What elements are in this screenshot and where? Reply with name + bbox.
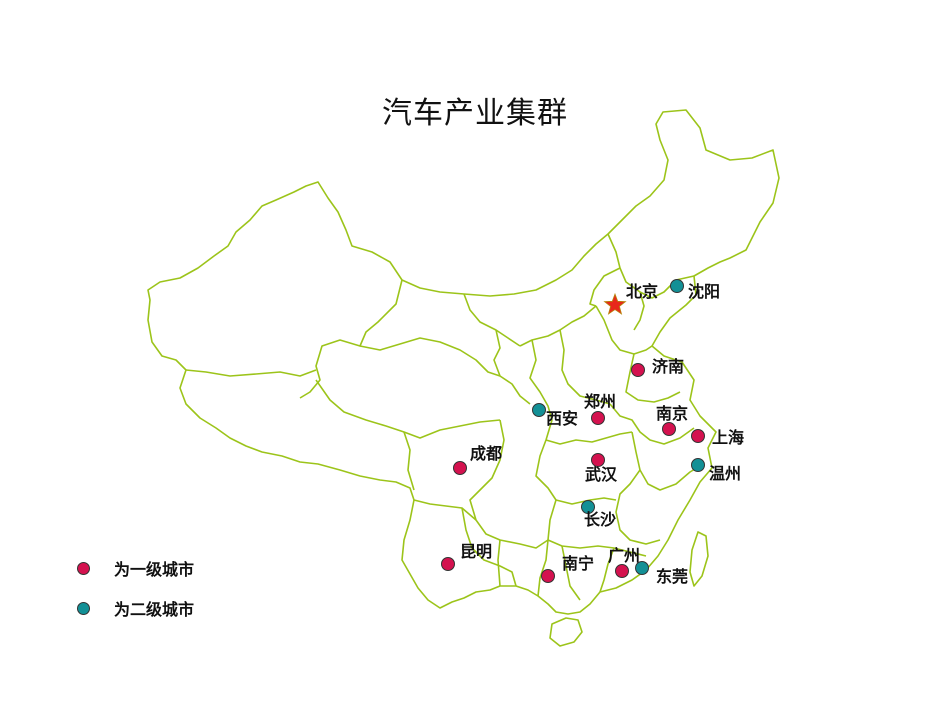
city-label-5: 南京 <box>656 404 688 423</box>
capital-star-icon <box>603 292 627 315</box>
city-dot-12 <box>541 569 555 583</box>
city-label-3: 郑州 <box>584 392 616 411</box>
city-dot-4 <box>532 403 546 417</box>
city-dot-2 <box>631 363 645 377</box>
hainan-outline <box>549 617 583 647</box>
city-label-7: 温州 <box>708 464 741 483</box>
city-dot-9 <box>591 453 605 467</box>
legend-item-tier2: 为二级城市 <box>77 598 195 619</box>
city-label-4: 西安 <box>546 409 578 428</box>
city-label-beijing: 北京 <box>626 282 658 301</box>
city-dot-14 <box>635 561 649 575</box>
city-markers: 沈阳济南郑州西安 南京上海温州 成都武汉长沙昆明南宁广州东莞 <box>441 279 744 586</box>
city-dot-6 <box>691 429 705 443</box>
city-dot-7 <box>691 458 705 472</box>
legend-tier2-dot-icon <box>77 601 90 615</box>
city-dot-1 <box>670 279 684 293</box>
city-label-6: 上海 <box>712 428 744 447</box>
capital-marker: 北京 <box>603 282 658 315</box>
city-label-2: 济南 <box>652 357 684 376</box>
taiwan-outline <box>689 531 709 587</box>
city-dot-5 <box>662 422 676 436</box>
province-borders <box>147 109 780 647</box>
city-dot-8 <box>453 461 467 475</box>
city-label-13: 广州 <box>608 546 640 565</box>
city-dot-10 <box>581 500 595 514</box>
country-outline <box>147 109 780 615</box>
legend-item-tier1: 为一级城市 <box>77 558 195 579</box>
city-dot-3 <box>591 411 605 425</box>
legend-tier1-dot-icon <box>77 561 90 575</box>
city-label-12: 南宁 <box>562 554 594 573</box>
city-label-8: 成都 <box>470 444 502 463</box>
legend-tier1-label: 为一级城市 <box>114 560 195 579</box>
city-label-1: 沈阳 <box>688 282 720 301</box>
legend-tier2-label: 为二级城市 <box>114 600 195 619</box>
city-dot-13 <box>615 564 629 578</box>
city-label-10: 长沙 <box>584 510 616 529</box>
city-label-9: 武汉 <box>585 465 618 484</box>
map-title: 汽车产业集群 <box>382 96 568 131</box>
city-dot-11 <box>441 557 455 571</box>
city-label-11: 昆明 <box>460 542 492 561</box>
city-label-14: 东莞 <box>656 567 688 586</box>
